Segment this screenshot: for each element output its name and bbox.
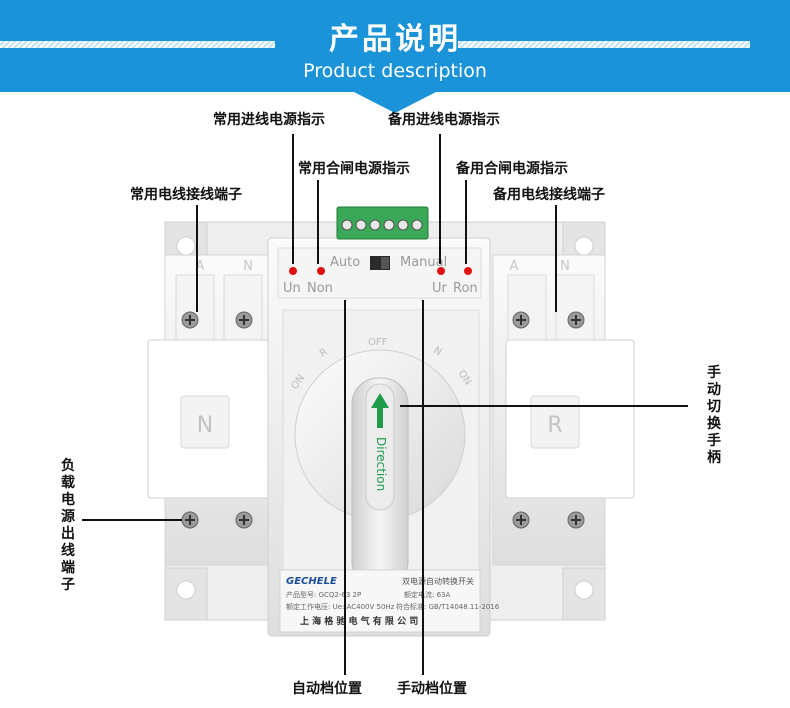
right-n-label: N <box>560 259 570 274</box>
normal-terminal-label: 常用电线接线端子 <box>130 187 242 203</box>
screw-icon <box>235 311 253 329</box>
backup-closing-indicator-label: 备用合闸电源指示 <box>456 161 568 177</box>
screw-icon <box>567 511 585 529</box>
nameplate <box>279 569 481 633</box>
mount-tab <box>164 567 208 621</box>
right-cover-badge <box>530 395 580 449</box>
terminal-slot <box>555 274 595 346</box>
auto-position-label: 自动档位置 <box>292 681 362 697</box>
screw-icon <box>567 311 585 329</box>
brand-label: GECHELE <box>286 576 337 587</box>
ron-label: Ron <box>453 281 478 296</box>
mounting-hole <box>176 580 196 600</box>
banner-stripe-left <box>0 41 275 48</box>
screw-icon <box>181 311 199 329</box>
banner-stripe-right <box>458 41 750 48</box>
terminal-slot <box>175 274 215 346</box>
standard-label: 符合标准: GB/T14048.11-2016 <box>396 602 500 611</box>
dial-off: OFF <box>368 337 388 348</box>
plate-title: 双电源自动转换开关 <box>402 576 474 586</box>
led-non <box>317 267 325 275</box>
page-subtitle: Product description <box>303 60 487 82</box>
normal-incoming-indicator-label: 常用进线电源指示 <box>213 112 325 128</box>
right-phase-label: A <box>510 259 519 274</box>
left-cover-badge <box>180 395 230 449</box>
screw-icon <box>512 311 530 329</box>
left-phase-label: A <box>196 259 205 274</box>
arrow-stem <box>377 406 383 428</box>
screw-icon <box>512 511 530 529</box>
right-cover-label: R <box>547 413 562 438</box>
ur-label: Ur <box>432 281 448 296</box>
banner-pointer <box>352 91 438 113</box>
screw-icon <box>235 511 253 529</box>
backup-terminal-label: 备用电线接线端子 <box>493 187 605 203</box>
dial-n: N <box>432 345 444 358</box>
company-label: 上 海 格 驰 电 气 有 限 公 司 <box>300 615 418 627</box>
terminal-slot <box>507 274 547 346</box>
callout-lines <box>82 134 688 675</box>
current-label: 额定电流: 63A <box>404 590 450 599</box>
model-label: 产品型号: GCQ2-63 2P <box>286 590 361 599</box>
led-ur <box>437 267 445 275</box>
normal-closing-indicator-label: 常用合闸电源指示 <box>298 161 410 177</box>
manual-label: Manual <box>400 255 447 270</box>
screw-icon <box>181 511 199 529</box>
arrow-up-icon <box>371 393 389 408</box>
load-output-terminal-label: 负载电源出线端子 <box>61 458 75 593</box>
left-n-label: N <box>243 259 253 274</box>
un-label: Un <box>283 281 301 296</box>
mounting-hole <box>176 236 196 256</box>
voltage-label: 额定工作电压: Ue: AC400V 50Hz <box>286 602 395 611</box>
mounting-hole <box>574 580 594 600</box>
left-cover-label: N <box>197 413 213 438</box>
dial-r: R <box>318 347 330 360</box>
led-un <box>289 267 297 275</box>
manual-position-label: 手动档位置 <box>397 681 467 697</box>
led-ron <box>464 267 472 275</box>
manual-handle-label: 手动切换手柄 <box>707 365 721 466</box>
non-label: Non <box>307 281 333 296</box>
handle-label: Direction <box>374 437 388 491</box>
terminal-block <box>336 206 429 240</box>
mounting-hole <box>574 236 594 256</box>
terminal-slot <box>223 274 263 346</box>
page-title: 产品说明 <box>329 22 461 57</box>
backup-incoming-indicator-label: 备用进线电源指示 <box>388 112 500 128</box>
mode-switch-knob <box>381 257 389 269</box>
handle-grip <box>365 383 395 511</box>
auto-label: Auto <box>330 255 360 270</box>
